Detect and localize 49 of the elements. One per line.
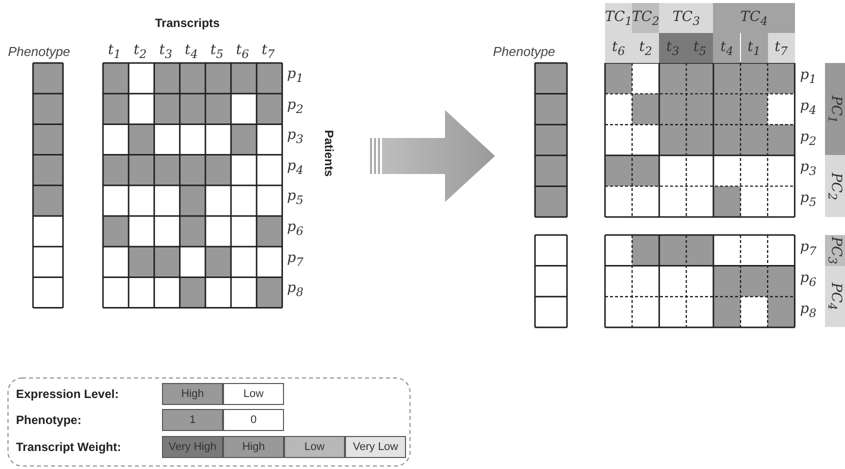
column-label: t$_{7}$ <box>262 42 275 61</box>
column-header: t$_{3}$ <box>659 33 686 63</box>
column-label: t$_{4}$ <box>184 42 198 61</box>
row-label: p$_{5}$ <box>287 188 304 208</box>
column-label: t$_{5}$ <box>210 42 224 61</box>
column-header: t$_{4}$ <box>713 33 740 63</box>
row-label: p$_{5}$ <box>800 190 816 209</box>
row-label: p$_{2}$ <box>800 128 816 148</box>
row-label: p$_{8}$ <box>287 280 304 299</box>
row-label: p$_{3}$ <box>800 159 816 178</box>
row-label: p$_{4}$ <box>800 98 816 117</box>
row-heading: Expression Level: <box>16 387 119 401</box>
column-title: Phenotype <box>493 44 556 59</box>
column-label: t$_{2}$ <box>134 42 147 61</box>
column-header: t$_{1}$ <box>740 33 768 63</box>
legend-swatch: High <box>223 436 284 458</box>
row-label: p$_{3}$ <box>287 127 304 146</box>
row-label: p$_{1}$ <box>287 66 304 85</box>
row-label: p$_{6}$ <box>287 219 304 238</box>
axis-title: Patients <box>322 130 336 177</box>
cluster-header: TC$_{3}$ <box>659 3 714 33</box>
legend-swatch: High <box>162 383 223 405</box>
legend-swatch: Very High <box>162 436 223 458</box>
legend-swatch: Low <box>284 436 345 458</box>
column-title: Phenotype <box>8 44 70 59</box>
row-label: p$_{8}$ <box>800 300 816 320</box>
row-heading: Transcript Weight: <box>16 440 122 454</box>
column-label: t$_{3}$ <box>159 42 172 61</box>
column-header: t$_{5}$ <box>686 33 714 63</box>
row-label: p$_{7}$ <box>800 239 816 258</box>
cluster-header: TC$_{2}$ <box>632 3 660 33</box>
column-header: t$_{7}$ <box>768 33 795 63</box>
row-label: p$_{2}$ <box>287 96 304 116</box>
cluster-header: TC$_{1}$ <box>605 3 632 33</box>
row-label: p$_{1}$ <box>800 67 816 86</box>
column-label: t$_{6}$ <box>236 42 250 61</box>
cluster-header: TC$_{4}$ <box>713 3 795 33</box>
legend-swatch: Low <box>223 383 284 405</box>
row-heading: Phenotype: <box>16 413 82 427</box>
legend-swatch: 0 <box>223 409 284 431</box>
column-header: t$_{2}$ <box>632 33 660 63</box>
axis-title: Transcripts <box>155 16 220 30</box>
column-header: t$_{6}$ <box>605 33 632 63</box>
legend-swatch: 1 <box>162 409 223 431</box>
row-label: p$_{4}$ <box>287 158 304 177</box>
legend-swatch: Very Low <box>345 436 406 458</box>
column-label: t$_{1}$ <box>108 42 122 61</box>
row-label: p$_{6}$ <box>800 270 816 289</box>
row-label: p$_{7}$ <box>287 250 304 268</box>
